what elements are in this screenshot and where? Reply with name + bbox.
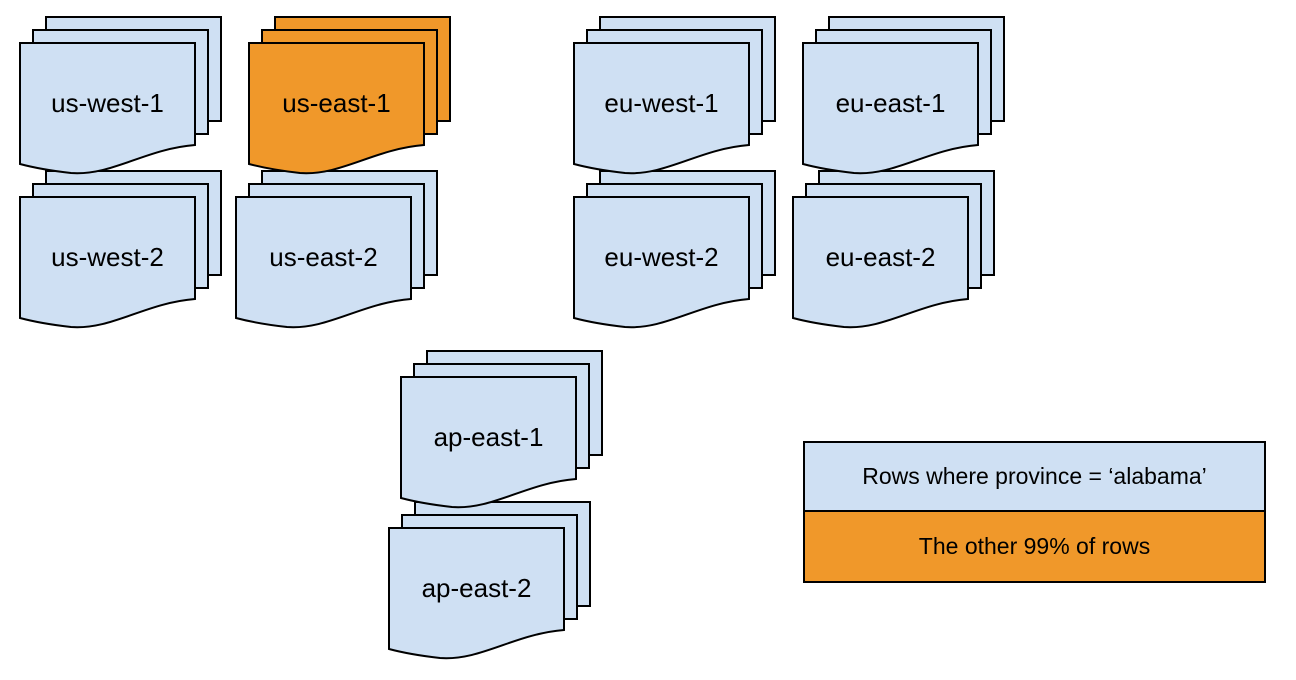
region-label: us-west-2 [51, 242, 164, 272]
document-stack-icon [802, 16, 1005, 175]
document-stack-icon [248, 16, 451, 175]
region-stack-us-west-1: us-west-1 [19, 16, 223, 178]
region-label: eu-west-2 [604, 242, 719, 272]
document-stack-icon [19, 16, 222, 175]
region-stack-us-west-2: us-west-2 [19, 170, 223, 332]
document-stack-icon [19, 170, 222, 329]
document-stack-icon [792, 170, 995, 329]
region-stack-us-east-2: us-east-2 [235, 170, 439, 332]
region-label: us-east-2 [269, 242, 378, 272]
region-stack-eu-west-1: eu-west-1 [573, 16, 777, 178]
region-label: ap-east-1 [433, 422, 544, 452]
document-stack-icon [400, 350, 603, 509]
region-label: us-west-1 [51, 88, 164, 118]
legend-row-alabama: Rows where province = ‘alabama’ [805, 443, 1264, 512]
region-stack-ap-east-1: ap-east-1 [400, 350, 604, 512]
region-label: eu-east-1 [835, 88, 946, 118]
region-stack-eu-west-2: eu-west-2 [573, 170, 777, 332]
region-stack-us-east-1: us-east-1 [248, 16, 452, 178]
document-stack-icon [573, 16, 776, 175]
region-stack-eu-east-2: eu-east-2 [792, 170, 996, 332]
legend-alabama-label: Rows where province = ‘alabama’ [862, 463, 1207, 489]
region-label: ap-east-2 [421, 573, 532, 603]
document-stack-icon [388, 501, 591, 660]
region-label: us-east-1 [282, 88, 391, 118]
document-stack-icon [235, 170, 438, 329]
legend-row-other: The other 99% of rows [805, 512, 1264, 581]
document-stack-icon [573, 170, 776, 329]
region-stack-eu-east-1: eu-east-1 [802, 16, 1006, 178]
legend-other-label: The other 99% of rows [918, 533, 1151, 559]
region-label: eu-west-1 [604, 88, 719, 118]
legend: Rows where province = ‘alabama’ The othe… [803, 441, 1266, 583]
region-stack-ap-east-2: ap-east-2 [388, 501, 592, 663]
region-label: eu-east-2 [825, 242, 936, 272]
